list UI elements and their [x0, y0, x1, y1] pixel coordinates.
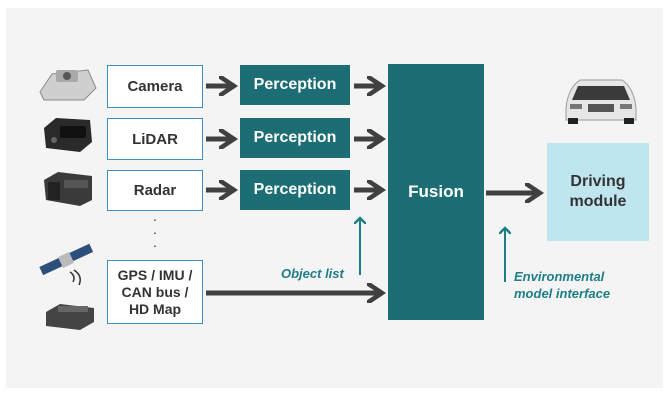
camera-label: Camera	[127, 78, 183, 95]
gps-imu-can-box: GPS / IMU / CAN bus / HD Map	[107, 260, 203, 324]
camera-sensor-icon	[39, 69, 97, 101]
env-interface-line1: Environmental	[514, 269, 605, 284]
radar-box: Radar	[107, 170, 203, 211]
perception-box-lidar: Perception	[240, 118, 350, 158]
ellipsis-dots: ···	[152, 211, 158, 253]
object-list-label: Object list	[281, 266, 344, 281]
perception-box-camera: Perception	[240, 65, 350, 105]
lidar-box: LiDAR	[107, 118, 203, 160]
car-icon	[565, 79, 637, 124]
lidar-label: LiDAR	[132, 130, 178, 148]
gps-label-line1: GPS / IMU /	[117, 266, 193, 283]
driving-module-box: Driving module	[547, 143, 649, 241]
lidar-sensor-icon	[44, 118, 92, 152]
gps-label-line3: HD Map	[128, 300, 182, 317]
perception-label: Perception	[253, 181, 337, 198]
driving-label-line1: Driving	[570, 173, 626, 190]
radar-sensor-icon	[44, 172, 92, 206]
fusion-label: Fusion	[408, 182, 464, 201]
perception-box-radar: Perception	[240, 170, 350, 210]
can-device-icon	[46, 304, 94, 330]
satellite-icon	[39, 243, 94, 286]
radar-label: Radar	[133, 182, 177, 199]
fusion-box: Fusion	[388, 64, 484, 320]
env-interface-label: Environmental model interface	[514, 268, 610, 302]
gps-label-line2: CAN bus /	[121, 283, 189, 300]
perception-label: Perception	[253, 129, 337, 146]
env-interface-line2: model interface	[514, 286, 611, 301]
perception-label: Perception	[253, 76, 337, 93]
camera-box: Camera	[107, 65, 203, 108]
driving-label-line2: module	[569, 193, 627, 210]
